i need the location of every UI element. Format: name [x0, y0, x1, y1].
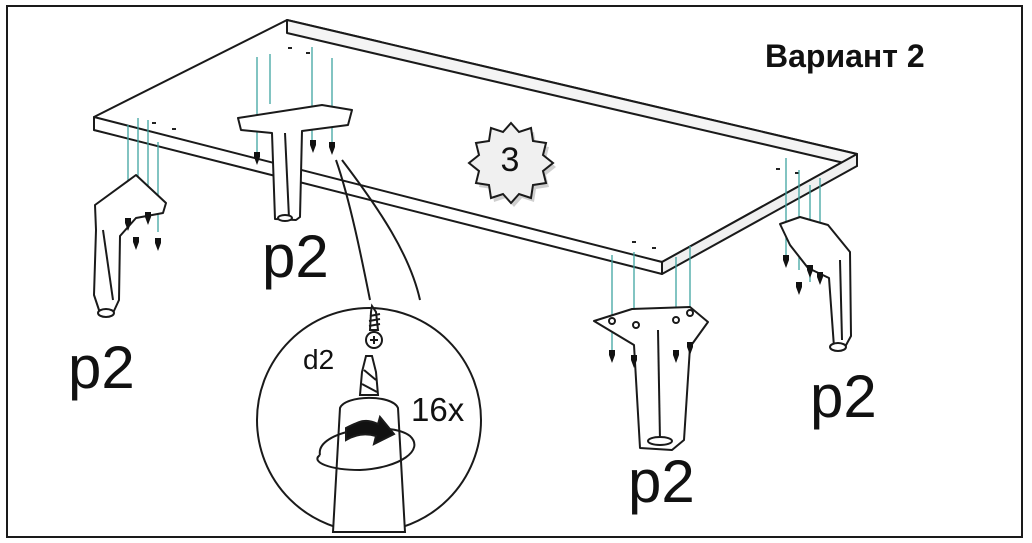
screws: [125, 140, 823, 368]
leg-right: [779, 216, 852, 352]
screw-icon: [365, 303, 383, 349]
variant-title: Вариант 2: [765, 38, 925, 74]
leg-front: [593, 306, 709, 451]
detail-circle: [256, 303, 482, 533]
part-label-leg-front: p2: [628, 448, 695, 515]
step-badge: [467, 121, 556, 207]
part-label-leg-right: p2: [810, 363, 877, 430]
rotate-clockwise-icon: [316, 414, 416, 472]
part-label-leg-top: p2: [262, 223, 329, 290]
leg-top-left: [237, 104, 353, 222]
tabletop-panel: [93, 19, 858, 275]
leg-left: [93, 174, 167, 318]
part-label-leg-left: p2: [68, 334, 135, 401]
step-number: 3: [500, 141, 520, 179]
panel-marks: [152, 47, 799, 249]
callout-lines: [335, 159, 421, 301]
bit-label: d2: [303, 344, 335, 375]
screw-quantity: 16x: [411, 391, 465, 428]
